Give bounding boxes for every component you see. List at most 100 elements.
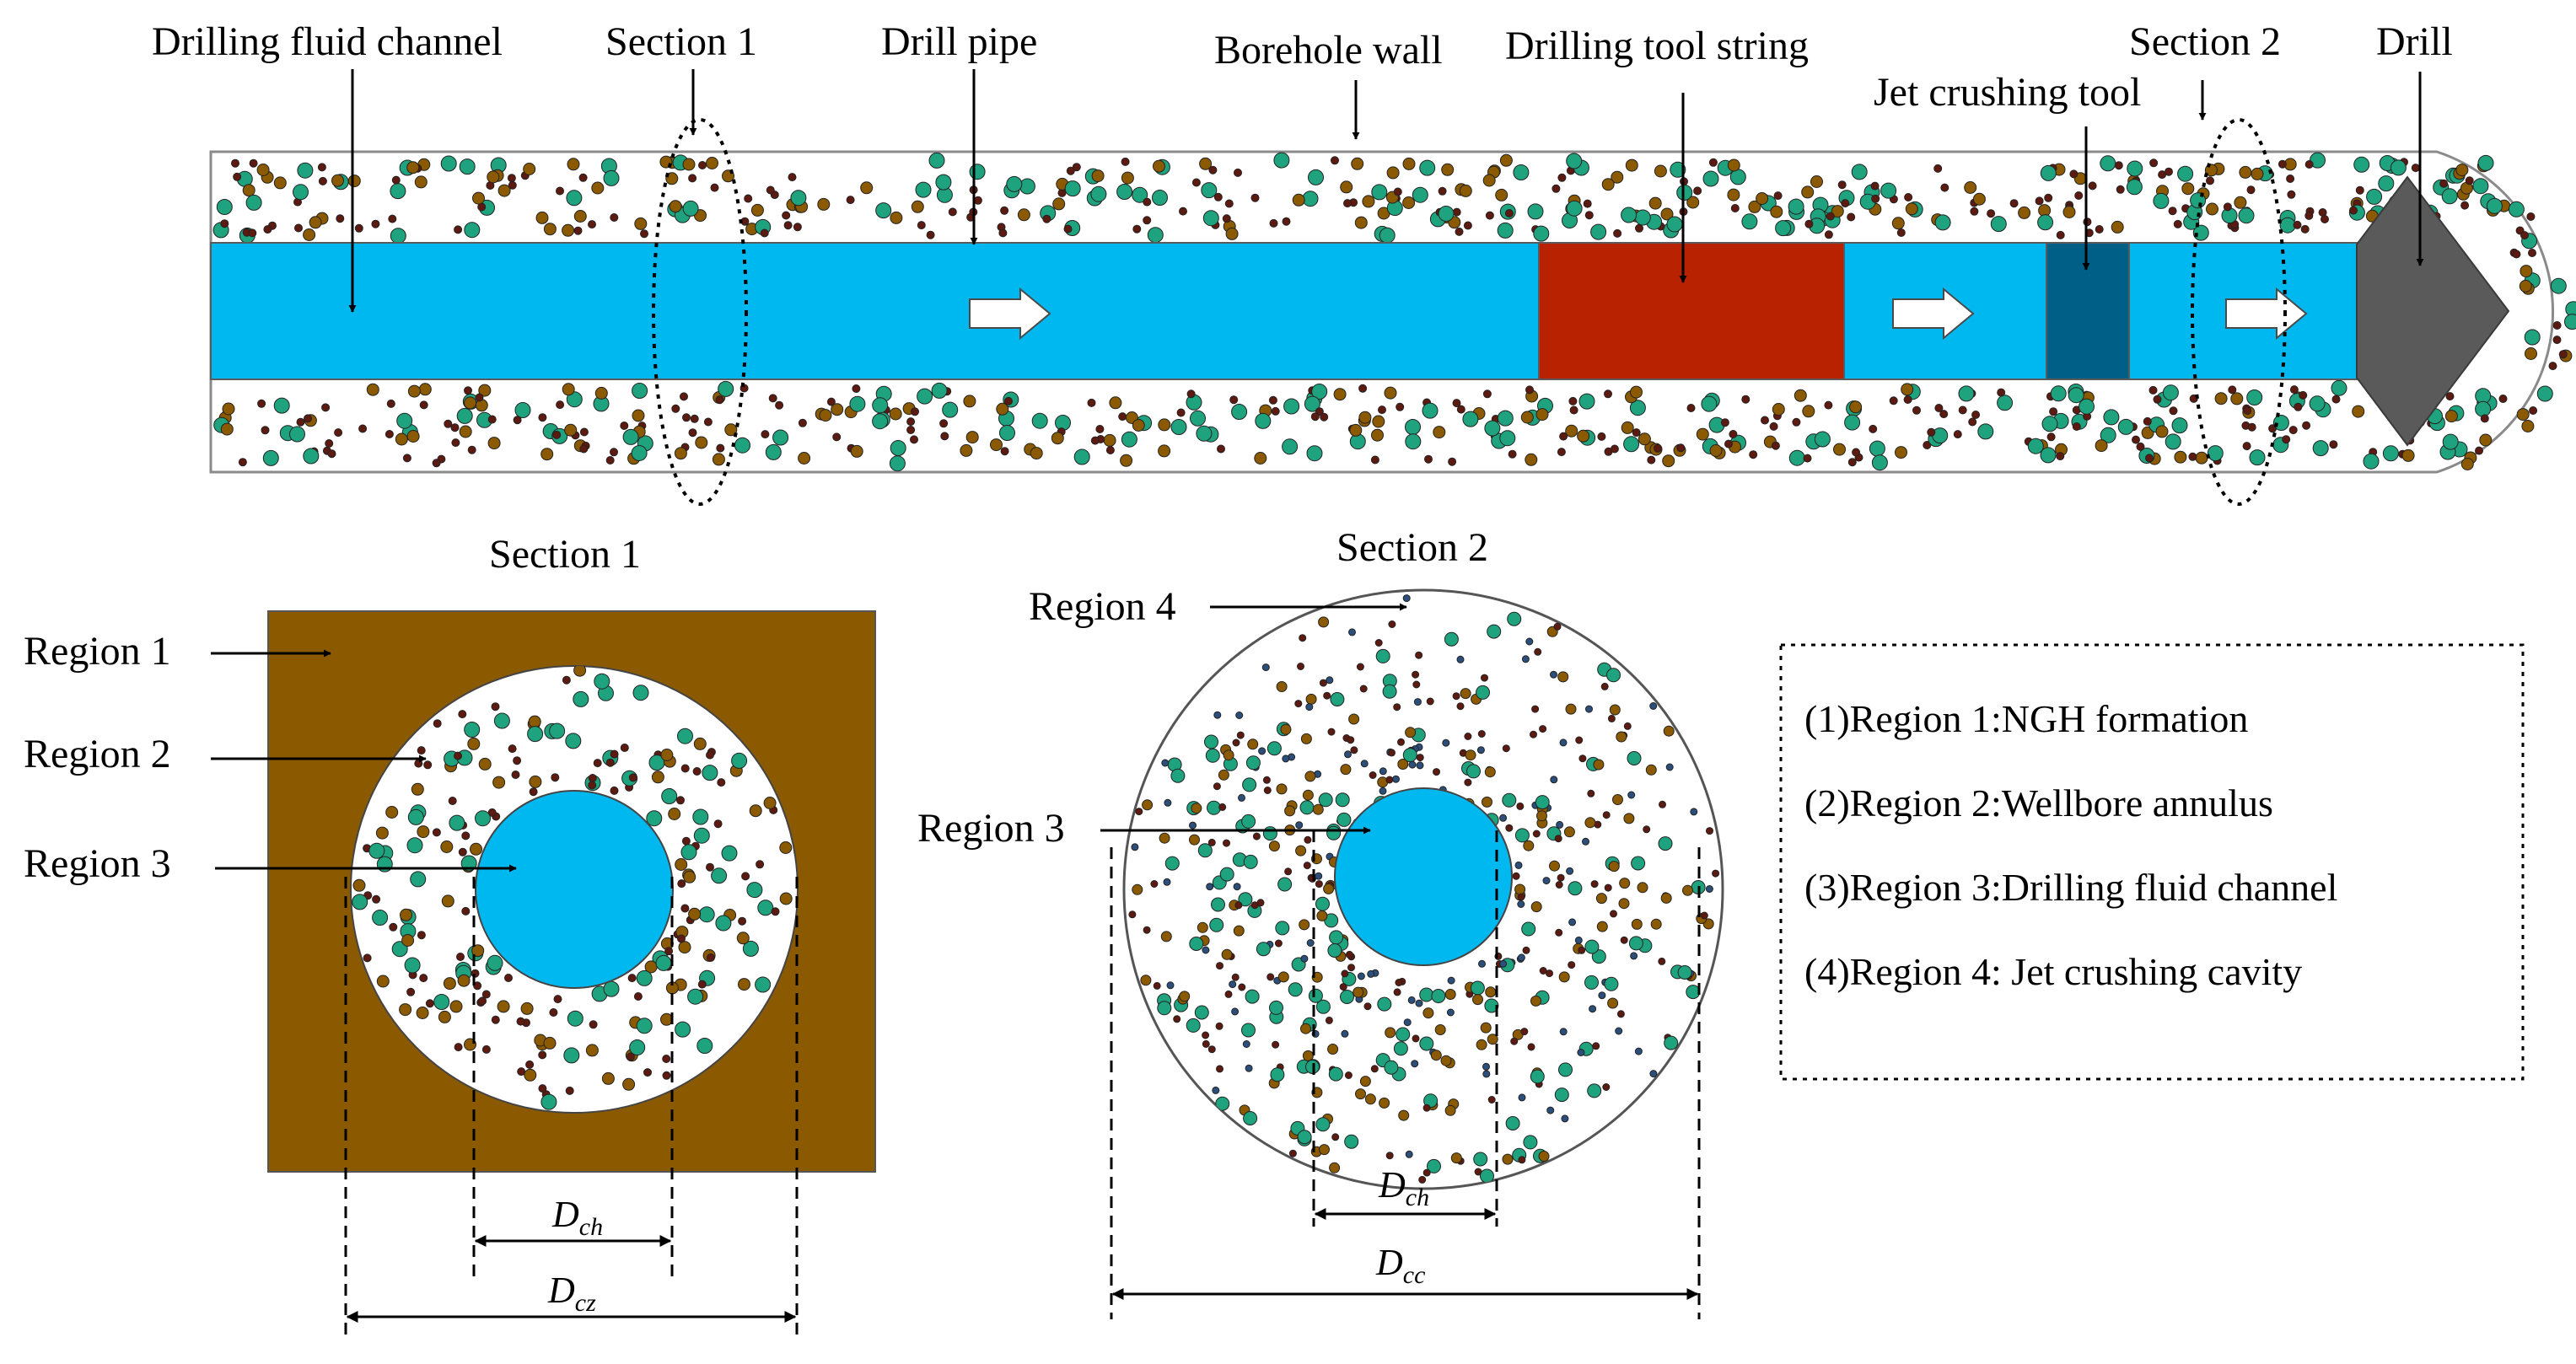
particle xyxy=(1393,187,1402,196)
particle xyxy=(516,1017,525,1026)
particle xyxy=(910,435,918,444)
particle xyxy=(1006,175,1023,192)
particle xyxy=(1288,982,1303,997)
particle xyxy=(1315,872,1323,880)
particle xyxy=(1405,419,1421,435)
particle xyxy=(890,440,906,456)
section2-region4-label: Region 4 xyxy=(1029,584,1176,629)
particle xyxy=(1132,883,1143,895)
particle xyxy=(826,397,836,406)
particle xyxy=(2299,390,2308,400)
particle xyxy=(1612,794,1623,805)
particle xyxy=(695,436,708,449)
particle xyxy=(1143,216,1152,225)
particle xyxy=(1176,408,1186,417)
particle xyxy=(1331,1133,1340,1141)
particle xyxy=(1132,186,1148,203)
particle xyxy=(1143,197,1152,207)
particle xyxy=(1312,803,1324,815)
particle xyxy=(1242,777,1257,792)
particle xyxy=(1422,1168,1431,1177)
particle xyxy=(562,223,575,237)
particle xyxy=(1388,749,1396,757)
particle xyxy=(1158,444,1171,458)
particle xyxy=(1516,802,1525,810)
particle xyxy=(1256,942,1271,957)
particle xyxy=(1170,419,1187,435)
particle xyxy=(634,217,648,230)
particle xyxy=(1369,771,1377,779)
particle xyxy=(1209,917,1224,932)
particle xyxy=(1482,1062,1490,1071)
particle xyxy=(1142,799,1154,811)
particle xyxy=(1319,1144,1330,1156)
particle xyxy=(1514,828,1530,843)
particle xyxy=(517,1067,526,1077)
particle xyxy=(395,432,408,446)
particle xyxy=(1416,761,1424,770)
particle xyxy=(1310,412,1320,422)
particle xyxy=(1517,900,1525,908)
particle xyxy=(303,228,316,241)
particle xyxy=(1709,444,1723,457)
particle xyxy=(309,216,322,229)
particle xyxy=(1351,157,1364,170)
particle xyxy=(457,974,471,987)
particle xyxy=(1824,230,1833,239)
particle xyxy=(1305,703,1314,712)
particle xyxy=(1179,207,1187,216)
particle xyxy=(852,384,861,393)
section2-dimensions xyxy=(1110,830,1701,1319)
particle xyxy=(2074,191,2084,200)
particle xyxy=(1135,808,1143,816)
particle xyxy=(2552,321,2562,330)
particle xyxy=(688,428,697,438)
label-drill: Drill xyxy=(2376,19,2453,64)
particle xyxy=(248,228,257,238)
particle xyxy=(1377,996,1392,1012)
particle xyxy=(1554,1087,1569,1103)
particle xyxy=(478,996,487,1006)
particle xyxy=(1577,1049,1585,1056)
particle xyxy=(1844,414,1861,431)
particle xyxy=(549,722,566,739)
particle xyxy=(1610,444,1619,454)
particle xyxy=(1627,791,1636,799)
particle xyxy=(433,719,442,728)
particle xyxy=(2355,185,2364,195)
particle xyxy=(2195,451,2208,465)
particle xyxy=(710,183,719,192)
particle xyxy=(1770,205,1783,218)
particle xyxy=(263,225,272,234)
particle xyxy=(1631,856,1646,871)
particle xyxy=(1243,854,1258,869)
particle xyxy=(1199,157,1213,170)
particle xyxy=(1550,776,1558,784)
particle xyxy=(690,414,699,423)
particle xyxy=(2169,406,2178,416)
particle xyxy=(1263,787,1272,794)
particle xyxy=(1727,158,1740,172)
particle xyxy=(1609,704,1621,716)
particle xyxy=(1557,671,1569,683)
particle xyxy=(1720,418,1729,427)
particle xyxy=(1452,399,1461,408)
particle xyxy=(1566,200,1583,217)
particle xyxy=(631,445,648,461)
particle xyxy=(668,808,681,820)
particle xyxy=(220,422,234,436)
particle xyxy=(2289,385,2299,395)
particle xyxy=(1555,881,1563,889)
particle xyxy=(706,157,718,169)
particle xyxy=(443,977,456,991)
particle xyxy=(1064,180,1081,197)
particle xyxy=(1348,628,1356,636)
particle xyxy=(1360,760,1369,768)
particle xyxy=(1748,200,1761,213)
particle xyxy=(406,987,416,996)
particle xyxy=(1402,196,1416,209)
particle xyxy=(538,1050,547,1060)
particle xyxy=(2312,440,2329,457)
particle xyxy=(2382,445,2399,462)
particle xyxy=(464,386,472,395)
